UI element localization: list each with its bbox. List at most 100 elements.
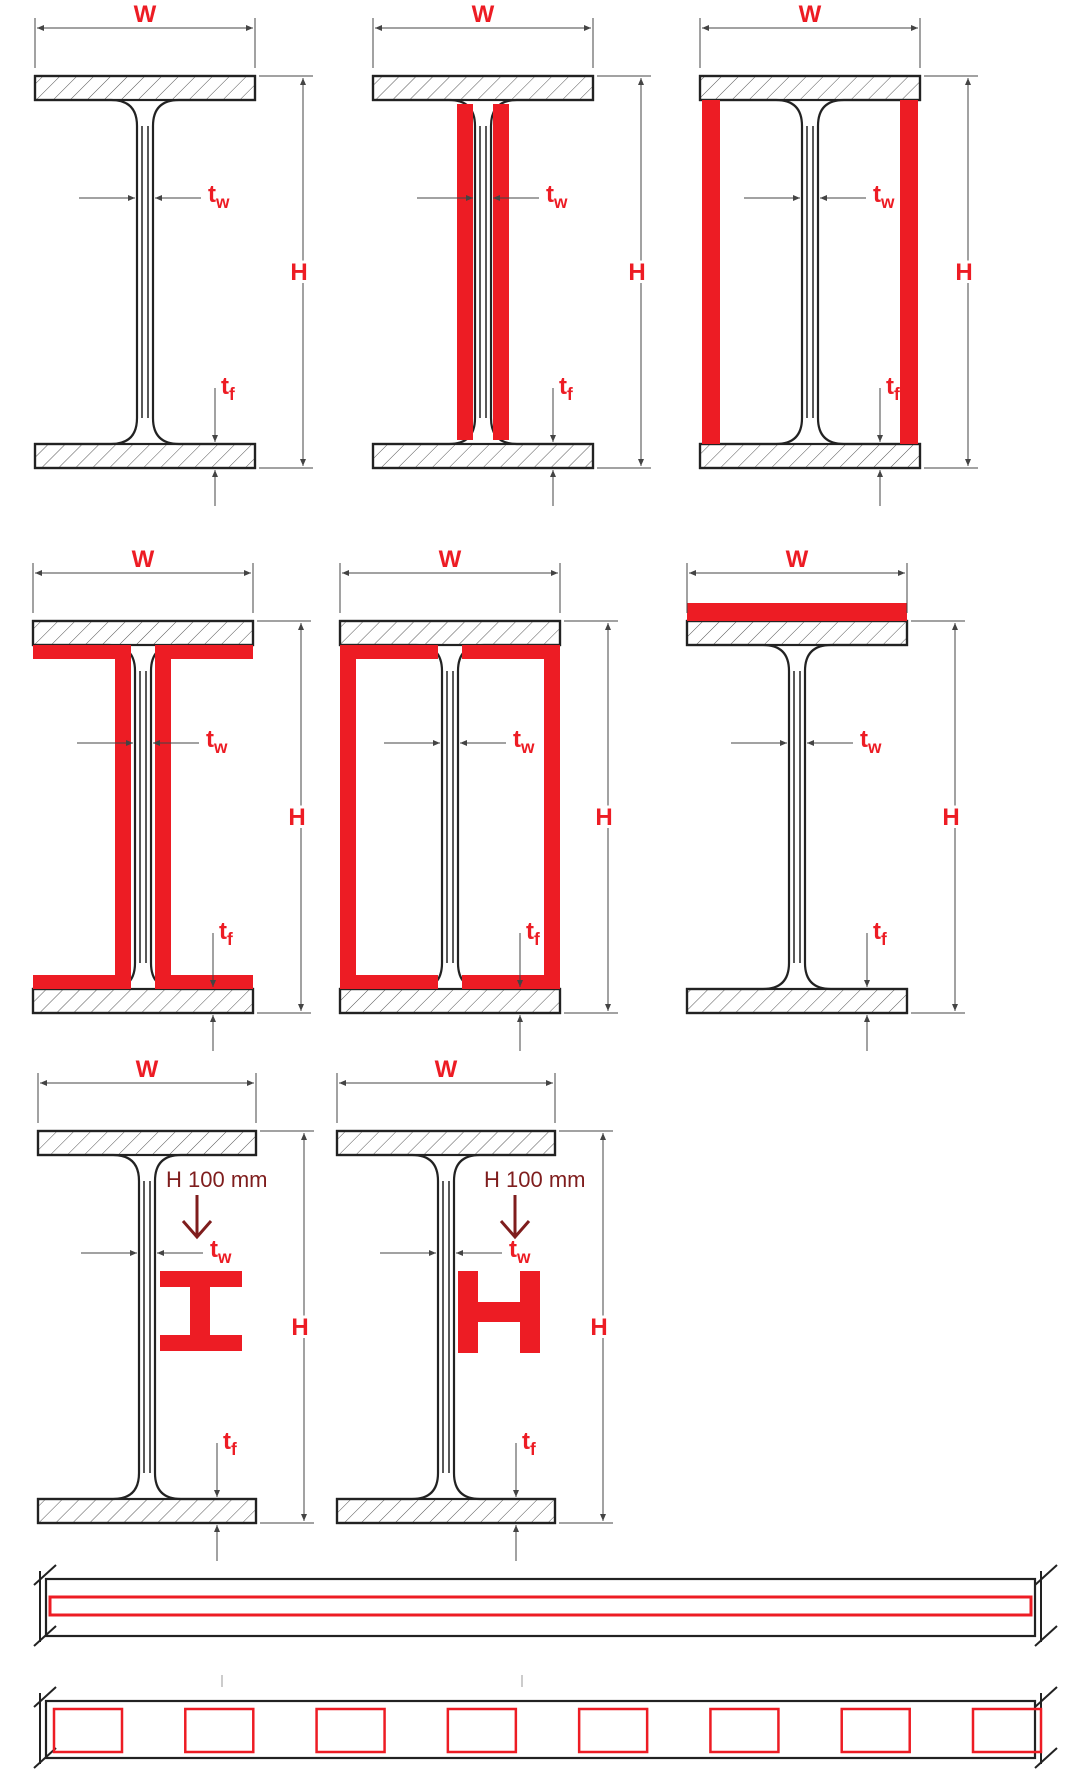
width-label: W (786, 546, 809, 573)
height-label: H (288, 804, 305, 831)
break-mark (1034, 1686, 1058, 1708)
cross-sections: WHtwtfWHtwtfWHtwtfWHtwtfWHtwtfWHtwtfWHtw… (31, 1, 978, 1561)
flange-thickness-label: tf (223, 1428, 237, 1459)
stiffener-stem (190, 1271, 210, 1351)
top-flange-hatch (685, 619, 909, 647)
right-closing-plate (900, 100, 918, 444)
i-beam-section-s7: W Htw tf H 100 mm (36, 1056, 314, 1561)
top-flange-hatch (338, 619, 562, 647)
width-label: W (435, 1056, 458, 1083)
height-label: H (590, 1314, 607, 1341)
stiffener-bottom-bar (160, 1335, 242, 1351)
height-label: H (291, 1314, 308, 1341)
left-closing-plate (702, 100, 720, 444)
width-label: W (136, 1056, 159, 1083)
flange-thickness-label: tf (526, 918, 540, 949)
i-beam-outline (698, 74, 922, 470)
stiffener-arrow-icon (499, 1195, 531, 1240)
right-web-plate (493, 104, 509, 440)
stiffener-right-flange (520, 1271, 540, 1353)
web-thickness-label: tw (873, 181, 895, 212)
box-stiffener (446, 1707, 518, 1754)
box-bottom-left (340, 975, 438, 989)
box-stiffener (840, 1707, 911, 1754)
beam-elevation-1 (33, 1564, 1058, 1647)
height-label: H (595, 804, 612, 831)
i-beam-outline (338, 619, 562, 1015)
longitudinal-plate (48, 1595, 1033, 1617)
break-mark (33, 1747, 57, 1769)
top-flange-hatch (698, 74, 922, 102)
height-label: H (628, 259, 645, 286)
break-mark (1034, 1625, 1058, 1647)
beam-elevations (33, 1564, 1058, 1769)
beam-outline (44, 1699, 1037, 1760)
flange-thickness-label: tf (559, 373, 573, 404)
i-beam-section-s5: W Htw tf (338, 546, 618, 1051)
channel-bottom-right (155, 975, 253, 989)
bottom-flange-hatch (33, 442, 257, 470)
bottom-flange-hatch (36, 1497, 258, 1525)
stiffener-size-note: H 100 mm (166, 1167, 267, 1192)
web-thickness-label: tw (513, 726, 535, 757)
web-thickness-label: tw (208, 181, 230, 212)
channel-top-left (33, 645, 131, 659)
box-bottom-right (462, 975, 560, 989)
box-stiffener (184, 1707, 255, 1754)
break-mark (33, 1625, 57, 1647)
web-thickness-label: tw (860, 726, 882, 757)
box-stiffener (971, 1707, 1043, 1754)
i-beam-section-s4: W Htw tf (31, 546, 311, 1051)
box-top-right (462, 645, 560, 659)
width-label: W (132, 546, 155, 573)
i-beam-outline (685, 619, 909, 1015)
web-thickness-label: tw (210, 1236, 232, 1267)
left-web-plate (457, 104, 473, 440)
i-beam-section-s6: W Htw tf (685, 546, 965, 1051)
i-beam-outline (371, 74, 595, 470)
top-cover-plate (687, 603, 907, 621)
i-beam-outline (33, 74, 257, 470)
box-stiffener (577, 1707, 649, 1754)
stiffener-cross-bar (458, 1302, 540, 1322)
top-flange-hatch (335, 1129, 557, 1157)
height-label: H (290, 259, 307, 286)
break-mark (1034, 1564, 1058, 1586)
break-mark (33, 1564, 57, 1586)
top-flange-hatch (371, 74, 595, 102)
flange-thickness-label: tf (873, 918, 887, 949)
break-mark (1034, 1747, 1058, 1769)
height-label: H (942, 804, 959, 831)
flange-thickness-label: tf (522, 1428, 536, 1459)
flange-thickness-label: tf (221, 373, 235, 404)
bottom-flange-hatch (31, 987, 255, 1015)
bottom-flange-hatch (338, 987, 562, 1015)
i-beam-section-s8: W Htw tf H 100 mm (335, 1056, 613, 1561)
box-stiffener (709, 1707, 780, 1754)
channel-web-left (115, 645, 131, 989)
bottom-flange-hatch (685, 987, 909, 1015)
web-thickness-label: tw (206, 726, 228, 757)
channel-web-right (155, 645, 171, 989)
i-beam-outline (31, 619, 255, 1015)
box-side-left (340, 645, 356, 989)
flange-thickness-label: tf (886, 373, 900, 404)
bottom-flange-hatch (698, 442, 922, 470)
beam-elevation-2 (33, 1686, 1058, 1769)
width-label: W (439, 546, 462, 573)
box-side-right (544, 645, 560, 989)
top-flange-hatch (31, 619, 255, 647)
web-thickness-label: tw (509, 1236, 531, 1267)
break-mark (33, 1686, 57, 1708)
stiffener-size-note: H 100 mm (484, 1167, 585, 1192)
width-label: W (799, 1, 822, 28)
web-thickness-label: tw (546, 181, 568, 212)
flange-thickness-label: tf (219, 918, 233, 949)
bottom-flange-hatch (371, 442, 595, 470)
box-stiffener (315, 1707, 386, 1754)
box-top-left (340, 645, 438, 659)
width-label: W (472, 1, 495, 28)
